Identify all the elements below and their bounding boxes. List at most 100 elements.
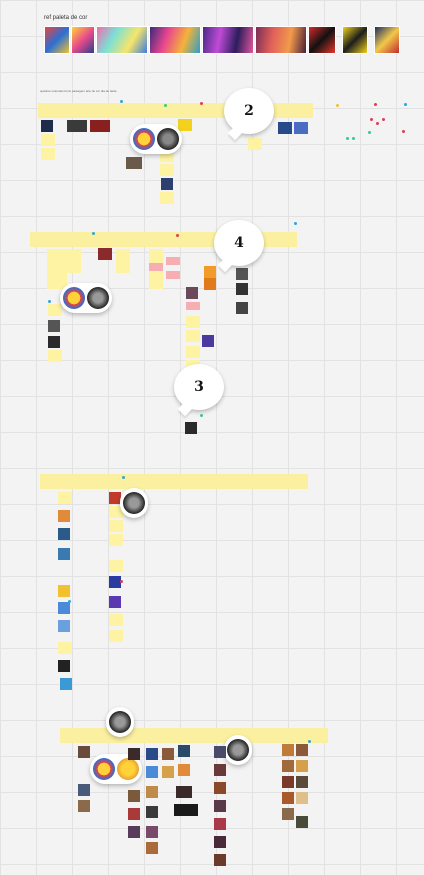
collaborator-avatars[interactable] — [106, 707, 134, 737]
pink-sticky[interactable] — [149, 263, 163, 271]
image-card[interactable] — [186, 287, 198, 299]
image-card[interactable] — [282, 744, 294, 756]
pink-sticky[interactable] — [166, 271, 180, 279]
image-card[interactable] — [90, 120, 110, 132]
sticky-note[interactable] — [109, 534, 123, 546]
image-card[interactable] — [48, 320, 60, 332]
image-card[interactable] — [162, 748, 174, 760]
image-card[interactable] — [60, 678, 72, 690]
image-card[interactable] — [178, 745, 190, 757]
sticky-note[interactable] — [47, 249, 67, 289]
image-card[interactable] — [178, 764, 190, 776]
image-card[interactable] — [204, 266, 216, 278]
image-card[interactable] — [282, 776, 294, 788]
image-card[interactable] — [146, 826, 158, 838]
image-card[interactable] — [296, 760, 308, 772]
image-card[interactable] — [214, 746, 226, 758]
image-card[interactable] — [128, 826, 140, 838]
sticky-note[interactable] — [160, 192, 174, 204]
sticky-note[interactable] — [109, 630, 123, 642]
sticky-note[interactable] — [58, 642, 72, 654]
image-card[interactable] — [296, 792, 308, 804]
image-card[interactable] — [214, 764, 226, 776]
ref-image[interactable] — [71, 26, 95, 54]
image-card[interactable] — [214, 800, 226, 812]
sticky-note[interactable] — [109, 506, 123, 518]
collaborator-avatars[interactable] — [120, 488, 148, 518]
image-card[interactable] — [278, 122, 292, 134]
image-card[interactable] — [204, 278, 216, 290]
pink-sticky[interactable] — [186, 302, 200, 310]
sticky-note[interactable] — [41, 134, 55, 146]
sticky-note[interactable] — [48, 304, 62, 316]
image-card[interactable] — [236, 268, 248, 280]
image-card[interactable] — [126, 157, 142, 169]
ref-image[interactable] — [342, 26, 368, 54]
sticky-note[interactable] — [41, 148, 55, 160]
image-card[interactable] — [98, 248, 112, 260]
ref-image[interactable] — [374, 26, 400, 54]
sticky-note[interactable] — [58, 492, 72, 504]
sticky-row[interactable] — [40, 474, 308, 489]
image-card[interactable] — [109, 492, 121, 504]
sticky-note[interactable] — [116, 249, 130, 273]
image-card[interactable] — [128, 748, 140, 760]
image-card[interactable] — [176, 786, 192, 798]
sticky-note[interactable] — [160, 164, 174, 176]
image-card[interactable] — [58, 585, 70, 597]
image-card[interactable] — [109, 576, 121, 588]
image-card[interactable] — [146, 806, 158, 818]
image-card[interactable] — [161, 178, 173, 190]
sticky-row[interactable] — [60, 728, 328, 743]
ref-image[interactable] — [202, 26, 254, 54]
sticky-note[interactable] — [178, 119, 192, 131]
comment-bubble[interactable]: 4 — [214, 220, 264, 266]
image-card[interactable] — [78, 800, 90, 812]
image-card[interactable] — [296, 776, 308, 788]
sticky-note[interactable] — [109, 520, 123, 532]
image-card[interactable] — [214, 782, 226, 794]
image-card[interactable] — [128, 790, 140, 802]
image-card[interactable] — [185, 422, 197, 434]
image-card[interactable] — [146, 842, 158, 854]
collaborator-avatars[interactable] — [130, 124, 182, 154]
sticky-note[interactable] — [186, 346, 200, 358]
comment-bubble[interactable]: 3 — [174, 364, 224, 410]
image-card[interactable] — [214, 854, 226, 866]
image-card[interactable] — [282, 760, 294, 772]
sticky-note[interactable] — [109, 614, 123, 626]
image-card[interactable] — [296, 744, 308, 756]
image-card[interactable] — [236, 283, 248, 295]
sticky-note[interactable] — [186, 316, 200, 328]
ref-image[interactable] — [255, 26, 307, 54]
image-card[interactable] — [58, 620, 70, 632]
image-card[interactable] — [236, 302, 248, 314]
image-card[interactable] — [146, 766, 158, 778]
pink-sticky[interactable] — [166, 257, 180, 265]
ref-image[interactable] — [96, 26, 148, 54]
ref-image[interactable] — [149, 26, 201, 54]
image-card[interactable] — [58, 602, 70, 614]
collaborator-avatars[interactable] — [224, 735, 252, 765]
sticky-note[interactable] — [186, 330, 200, 342]
sticky-note[interactable] — [48, 350, 62, 362]
image-card[interactable] — [58, 528, 70, 540]
collaborator-avatars[interactable] — [60, 283, 112, 313]
sticky-note[interactable] — [67, 249, 81, 273]
image-card[interactable] — [128, 808, 140, 820]
image-card[interactable] — [41, 120, 53, 132]
image-card[interactable] — [174, 804, 198, 816]
image-card[interactable] — [202, 335, 214, 347]
sticky-note[interactable] — [248, 138, 262, 150]
image-card[interactable] — [296, 816, 308, 828]
image-card[interactable] — [146, 786, 158, 798]
image-card[interactable] — [214, 836, 226, 848]
image-card[interactable] — [48, 336, 60, 348]
image-card[interactable] — [78, 784, 90, 796]
image-card[interactable] — [58, 548, 70, 560]
image-card[interactable] — [162, 766, 174, 778]
image-card[interactable] — [67, 120, 87, 132]
ref-image[interactable] — [308, 26, 336, 54]
image-card[interactable] — [58, 510, 70, 522]
image-card[interactable] — [282, 808, 294, 820]
